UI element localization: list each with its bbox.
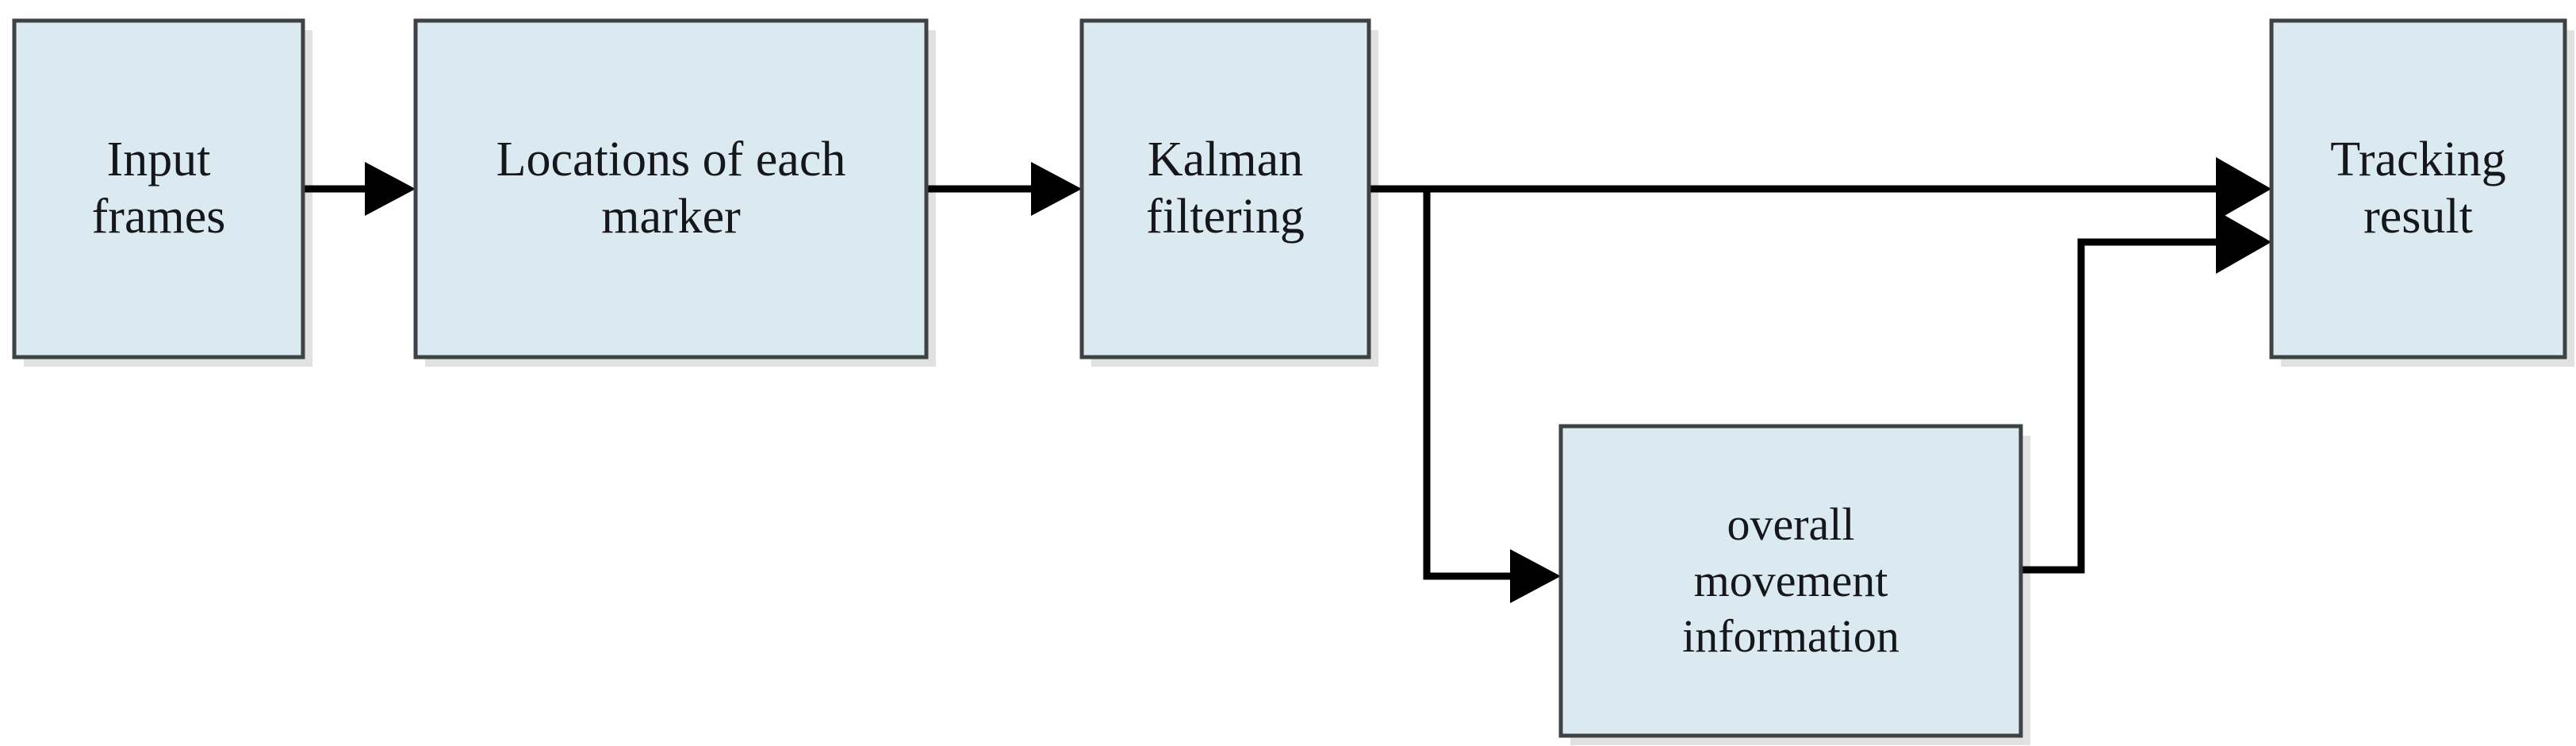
edge-overall-to-tracking — [2021, 210, 2271, 574]
edge-kalman-to-overall — [1423, 189, 1561, 603]
edge-kalman-to-overall-path — [1423, 189, 1528, 580]
edge-locations-to-kalman — [926, 162, 1082, 216]
edge-kalman-to-tracking — [1369, 157, 2271, 221]
edge-locations-to-kalman-arrowhead — [1031, 162, 1082, 216]
edge-overall-to-tracking-path — [2021, 238, 2238, 574]
edge-kalman-to-overall-arrowhead — [1510, 549, 1561, 603]
edge-overall-to-tracking-arrowhead — [2216, 210, 2271, 274]
edge-input-to-locations-arrowhead — [365, 162, 416, 216]
node-kalman-filtering[interactable] — [1079, 18, 1371, 360]
node-input-frames[interactable] — [12, 18, 305, 360]
node-locations-of-each-marker[interactable] — [413, 18, 929, 360]
edge-input-to-locations — [303, 162, 416, 216]
node-tracking-result[interactable] — [2269, 18, 2567, 360]
node-overall-movement-information[interactable] — [1558, 424, 2023, 738]
edge-kalman-to-tracking-arrowhead — [2216, 157, 2271, 221]
